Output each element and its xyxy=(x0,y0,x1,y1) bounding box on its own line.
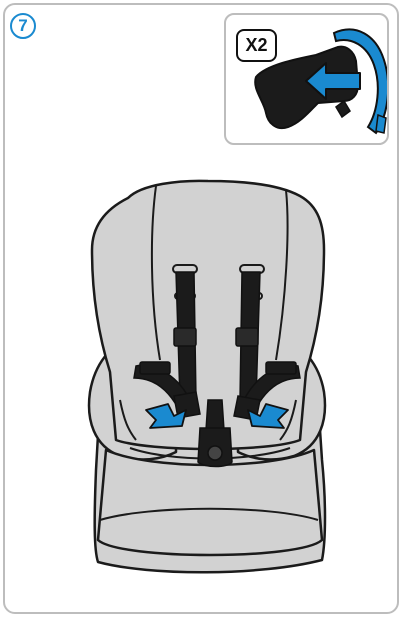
left-adjuster xyxy=(140,362,170,374)
release-button xyxy=(208,446,222,460)
crotch-strap xyxy=(206,400,224,430)
right-chest-clip xyxy=(236,328,258,346)
right-adjuster xyxy=(266,362,296,374)
left-chest-clip xyxy=(174,328,196,346)
